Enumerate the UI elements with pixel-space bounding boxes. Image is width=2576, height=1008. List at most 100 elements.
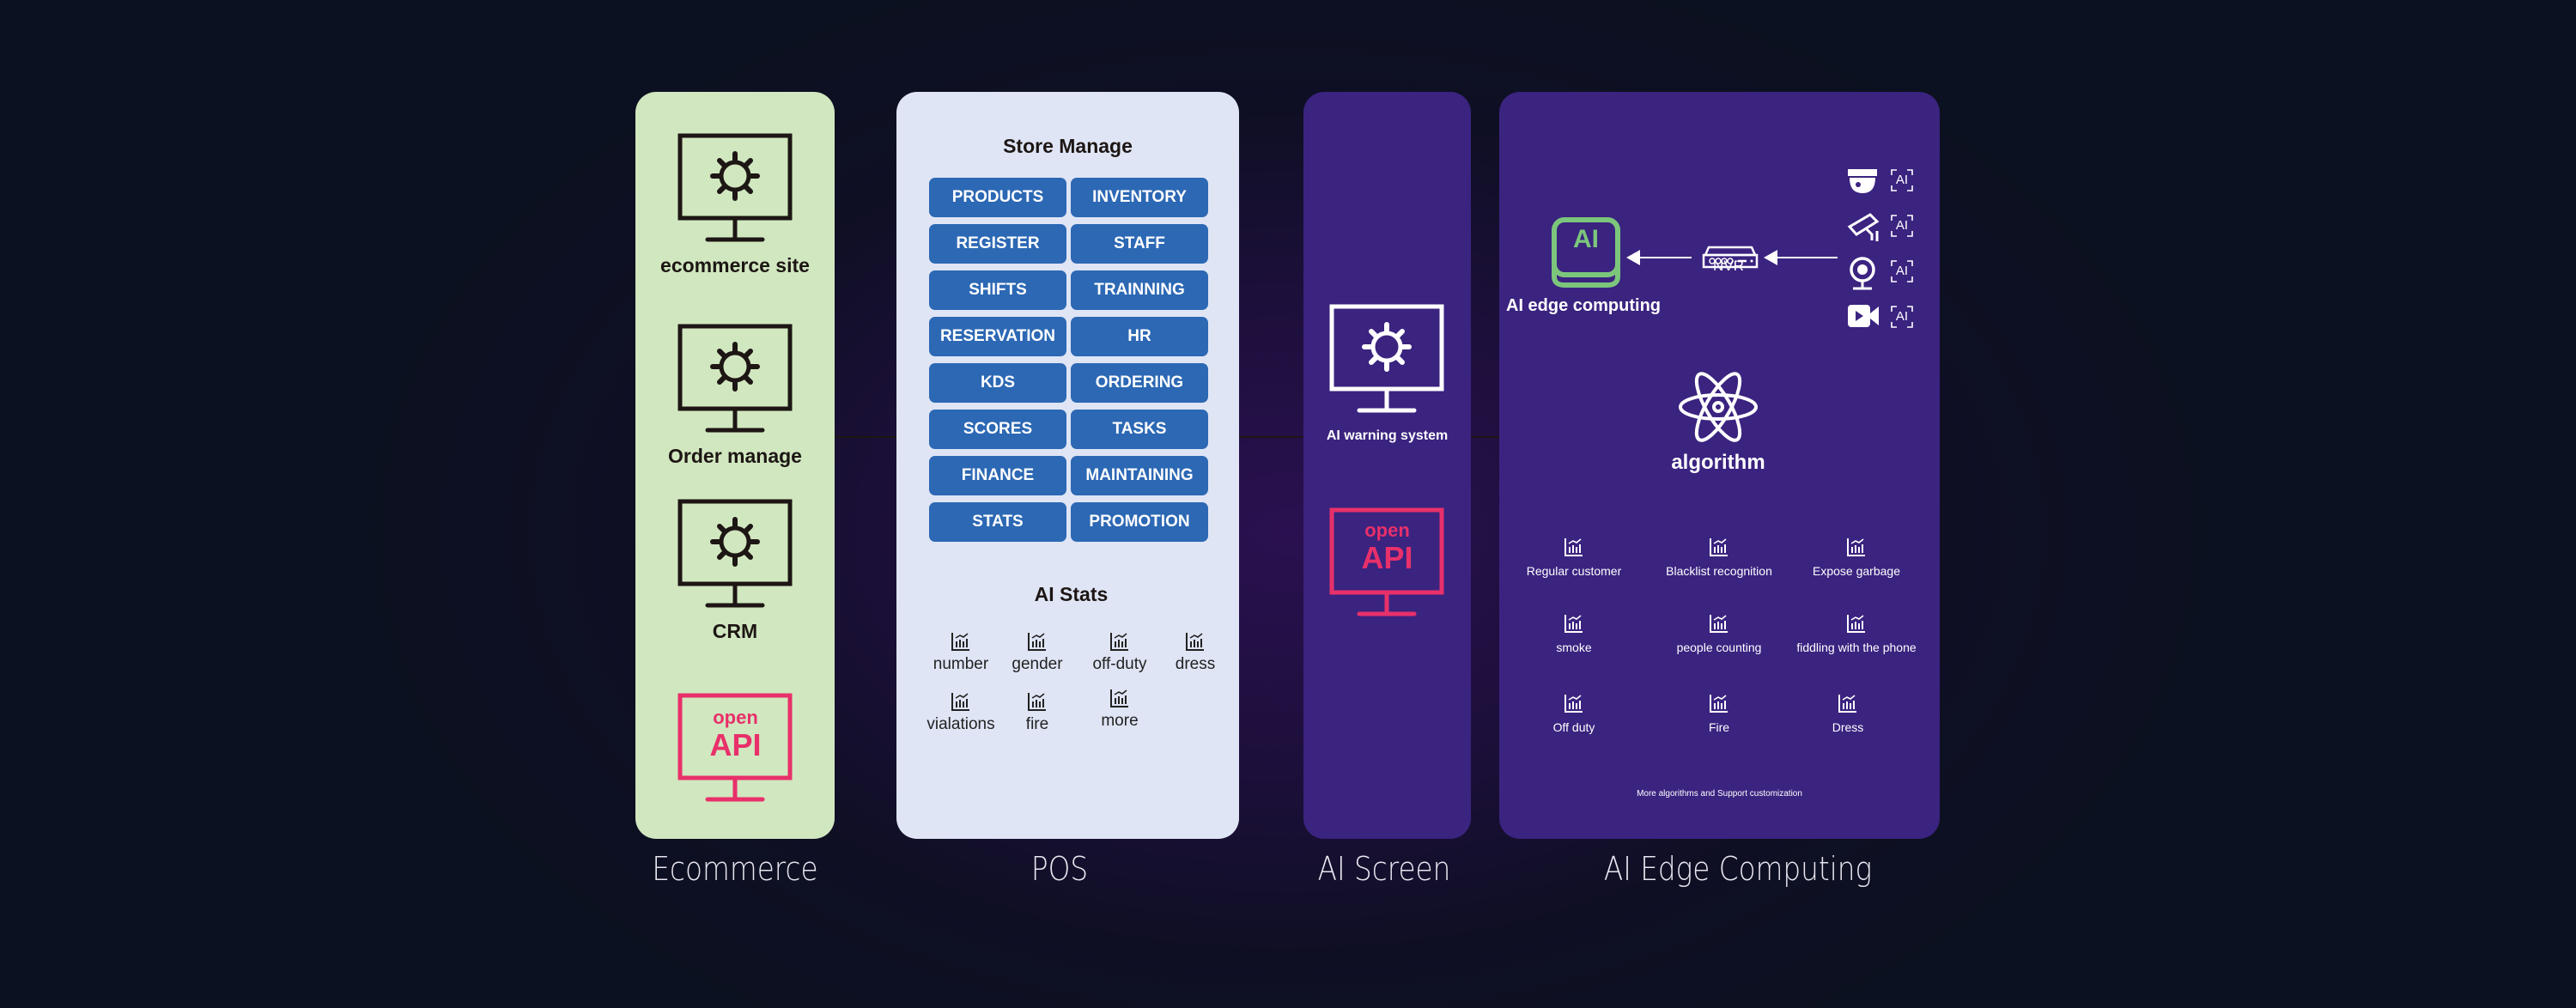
scan-frame-icon: [1891, 260, 1913, 282]
algorithm-label: smoke: [1556, 641, 1592, 654]
open-api-line2: API: [1361, 540, 1413, 575]
algorithm-label: Blacklist recognition: [1666, 564, 1772, 578]
algorithm-label: Regular customer: [1526, 564, 1622, 578]
module-button-finance[interactable]: FINANCE: [929, 456, 1066, 495]
bar-chart-icon: [1564, 695, 1583, 713]
algorithm-label: Expose garbage: [1813, 564, 1900, 578]
algorithm-item[interactable]: Off duty: [1501, 693, 1647, 734]
module-button-kds[interactable]: KDS: [929, 363, 1066, 403]
order-manage-label: Order manage: [668, 445, 802, 467]
arrow-left-icon: [1764, 250, 1838, 265]
video-camera-icon: [1848, 305, 1879, 327]
module-button-inventory[interactable]: INVENTORY: [1071, 178, 1208, 217]
ai-badge-text: AI: [1895, 173, 1909, 187]
algorithm-item[interactable]: fiddling with the phone: [1783, 613, 1929, 654]
ai-badge: AI: [1891, 169, 1913, 191]
module-button-reservation[interactable]: RESERVATION: [929, 317, 1066, 356]
open-api-monitor: open API: [1329, 507, 1445, 619]
algorithm-item[interactable]: Blacklist recognition: [1646, 537, 1792, 578]
module-button-register[interactable]: REGISTER: [929, 224, 1066, 264]
ai-edge-computing-label: AI edge computing: [1506, 296, 1661, 315]
crm-label: CRM: [712, 620, 758, 642]
bar-chart-icon: [1110, 633, 1128, 651]
stat-label: off-duty: [1092, 655, 1147, 673]
algorithm-item[interactable]: Expose garbage: [1783, 537, 1929, 578]
ai-badge: AI: [1891, 215, 1913, 237]
nvr-label: NVR: [1713, 258, 1744, 274]
section-label-pos: POS: [1030, 850, 1089, 888]
stat-label: dress: [1175, 655, 1216, 673]
ai-edge-panel: AI AI edge computing NVR: [1499, 92, 1940, 839]
ai-badge-text: AI: [1895, 264, 1909, 278]
bar-chart-icon: [1710, 615, 1728, 633]
stat-label: more: [1101, 712, 1139, 730]
stat-label: fire: [1025, 715, 1049, 733]
module-button-products[interactable]: PRODUCTS: [929, 178, 1066, 217]
stat-label: vialations: [927, 715, 995, 733]
stat-item-vialations[interactable]: vialations: [922, 691, 999, 734]
algorithm-label: people counting: [1676, 641, 1762, 654]
algorithm-item[interactable]: Fire: [1646, 693, 1792, 734]
monitor-gear-icon: [677, 499, 793, 608]
monitor-gear-icon: [1329, 304, 1444, 413]
bar-chart-icon: [1028, 633, 1046, 651]
stat-item-off-duty[interactable]: off-duty: [1081, 631, 1158, 674]
monitor-icon: [1329, 507, 1444, 616]
module-button-promotion[interactable]: PROMOTION: [1071, 502, 1208, 542]
algorithm-label: Dress: [1832, 720, 1864, 734]
bar-chart-icon: [1564, 538, 1583, 556]
monitor-gear-icon: [677, 133, 793, 242]
module-button-staff[interactable]: STAFF: [1071, 224, 1208, 264]
ai-stats-title: AI Stats: [1034, 583, 1109, 605]
monitor-gear-icon: [677, 324, 793, 433]
nvr-device-icon: [1702, 246, 1759, 269]
stat-item-more[interactable]: more: [1081, 688, 1158, 731]
bar-chart-icon: [1838, 695, 1856, 713]
algorithm-label: algorithm: [1671, 451, 1765, 474]
algorithm-label: Fire: [1708, 720, 1730, 734]
module-button-hr[interactable]: HR: [1071, 317, 1208, 356]
module-button-ordering[interactable]: ORDERING: [1071, 363, 1208, 403]
bar-chart-icon: [951, 633, 969, 651]
module-button-stats[interactable]: STATS: [929, 502, 1066, 542]
module-button-maintaining[interactable]: MAINTAINING: [1071, 456, 1208, 495]
more-algorithms-note: More algorithms and Support customizatio…: [1637, 789, 1802, 799]
ai-warning-system-label: AI warning system: [1326, 428, 1449, 443]
stat-item-gender[interactable]: gender: [999, 631, 1076, 674]
scan-frame-icon: [1891, 169, 1913, 191]
section-label-ai-edge-computing: AI Edge Computing: [1603, 850, 1873, 888]
algorithm-label: fiddling with the phone: [1796, 641, 1917, 654]
module-button-scores[interactable]: SCORES: [929, 410, 1066, 449]
scan-frame-icon: [1891, 306, 1913, 328]
bar-chart-icon: [951, 693, 969, 711]
open-api-line2: API: [709, 727, 762, 762]
bar-chart-icon: [1847, 538, 1865, 556]
ai-screen-panel: AI warning system open API: [1303, 92, 1471, 839]
algorithm-item[interactable]: smoke: [1501, 613, 1647, 654]
algorithm-item[interactable]: Regular customer: [1501, 537, 1647, 578]
ai-badge: AI: [1891, 306, 1913, 328]
arrow-left-icon: [1626, 250, 1692, 265]
stat-item-number[interactable]: number: [922, 631, 999, 674]
bar-chart-icon: [1847, 615, 1865, 633]
dome-camera-icon: [1848, 169, 1877, 193]
ai-badge-text: AI: [1895, 218, 1909, 233]
stat-item-fire[interactable]: fire: [999, 691, 1076, 734]
open-api-line1: open: [1364, 519, 1410, 541]
stat-label: number: [933, 655, 989, 673]
algorithm-item[interactable]: Dress: [1775, 693, 1921, 734]
section-label-ai-screen: AI Screen: [1317, 850, 1451, 888]
atom-icon: [1679, 372, 1758, 442]
webcam-icon: [1850, 257, 1875, 290]
bar-chart-icon: [1028, 693, 1046, 711]
ecommerce-site-label: ecommerce site: [660, 254, 810, 276]
module-button-trainning[interactable]: TRAINNING: [1071, 270, 1208, 310]
store-manage-title: Store Manage: [1003, 135, 1133, 157]
module-button-shifts[interactable]: SHIFTS: [929, 270, 1066, 310]
bar-chart-icon: [1710, 538, 1728, 556]
stat-item-dress[interactable]: dress: [1157, 631, 1234, 674]
module-button-tasks[interactable]: TASKS: [1071, 410, 1208, 449]
ecommerce-panel: ecommerce site Order manage: [635, 92, 835, 839]
open-api-line1: open: [713, 707, 758, 728]
algorithm-item[interactable]: people counting: [1646, 613, 1792, 654]
